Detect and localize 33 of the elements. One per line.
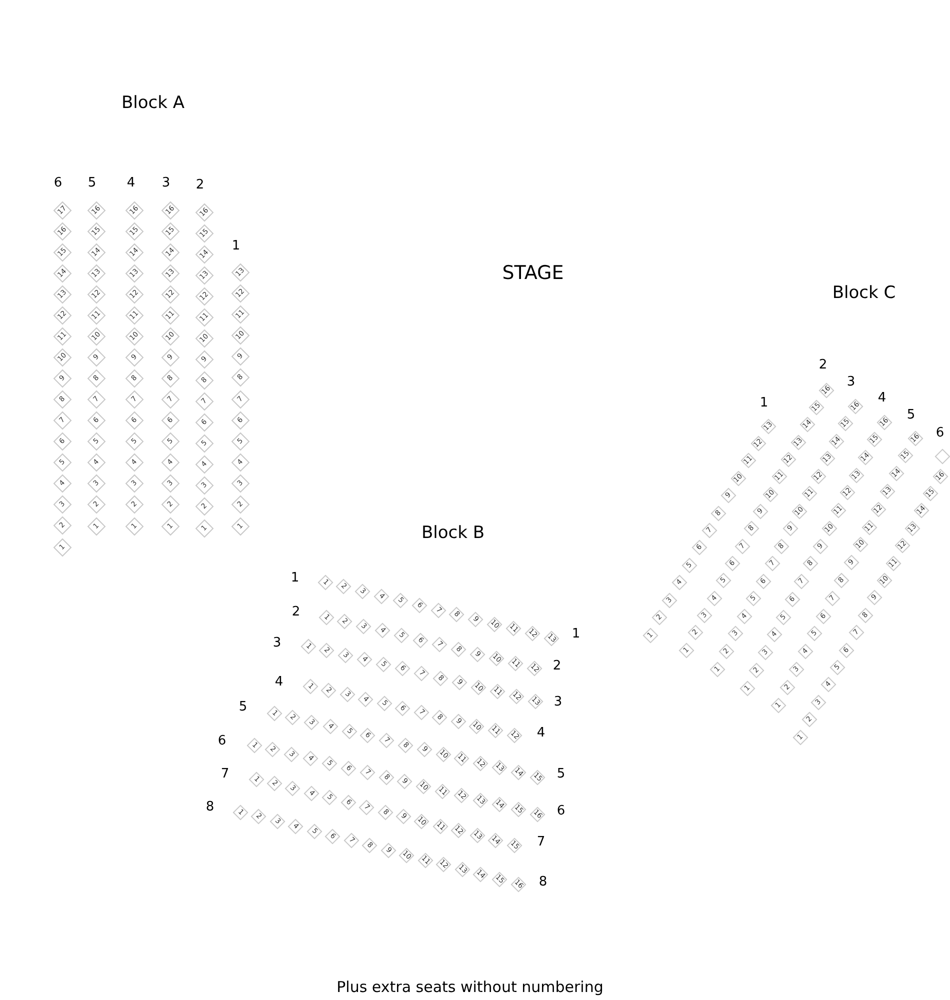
row-number: 5	[906, 408, 916, 422]
row-number: 4	[878, 390, 886, 406]
row-number: 1	[572, 626, 580, 642]
row-number: 6	[54, 176, 62, 190]
row-number: 3	[272, 636, 282, 650]
row-number: 1	[232, 238, 240, 254]
row-number: 6	[556, 804, 566, 818]
row-number: 8	[206, 800, 214, 814]
row-number: 1	[760, 396, 768, 410]
row-number: 7	[536, 834, 546, 850]
row-number: 2	[292, 604, 300, 620]
row-number: 6	[218, 734, 226, 748]
block-label: Block B	[421, 523, 485, 543]
row-number: 7	[220, 766, 230, 782]
stage-label: STAGE	[502, 262, 564, 284]
row-number: 5	[556, 766, 566, 782]
row-number: 4	[126, 176, 136, 190]
row-number: 2	[818, 358, 828, 372]
block-label: Block C	[832, 283, 896, 303]
block-label: Block A	[122, 93, 184, 113]
row-number: 4	[536, 726, 546, 740]
row-number: 3	[846, 374, 856, 390]
row-number: 2	[196, 178, 204, 192]
caption-text: Plus extra seats without numbering	[336, 978, 604, 996]
row-number: 5	[238, 700, 248, 714]
row-number: 2	[552, 658, 562, 674]
row-number: 6	[936, 426, 944, 440]
row-number: 3	[554, 694, 562, 710]
row-number: 5	[88, 176, 96, 190]
row-number: 1	[290, 570, 300, 586]
row-number: 8	[538, 874, 548, 890]
row-number: 4	[274, 674, 284, 690]
row-number: 3	[162, 176, 170, 190]
